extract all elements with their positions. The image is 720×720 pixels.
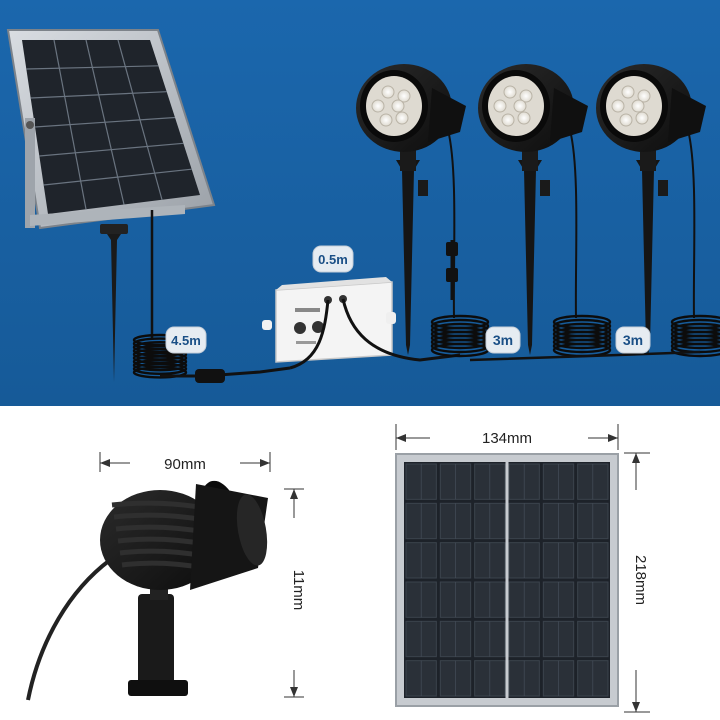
cable-label-solar: 4.5m <box>165 326 207 354</box>
cable-label-lamp2: 3m <box>485 326 521 354</box>
solar-panel-top <box>6 29 216 382</box>
lamp-height-dimension: 11mm <box>284 488 307 698</box>
panel-width-text: 134mm <box>482 430 532 447</box>
cable-label-hub: 0.5m <box>312 245 354 273</box>
spotlights <box>356 64 720 362</box>
cable-label-lamp2-text: 3m <box>493 332 513 348</box>
cable-label-solar-text: 4.5m <box>171 333 201 348</box>
panel-height-dimension: 218mm <box>624 452 650 713</box>
lamp-width-text: 90mm <box>164 456 206 473</box>
junction-box <box>262 277 461 370</box>
cable-label-lamp3-text: 3m <box>623 332 643 348</box>
cable-label-hub-text: 0.5m <box>318 252 348 267</box>
solar-panel-front <box>395 453 619 707</box>
panel-height-text: 218mm <box>632 555 649 605</box>
spotlight-2 <box>478 64 612 358</box>
cable-label-lamp3: 3m <box>615 326 651 354</box>
spotlight-3 <box>596 64 720 358</box>
lamp-height-text: 11mm <box>290 570 307 611</box>
panel-width-dimension: 134mm <box>395 424 619 450</box>
lamp-width-dimension: 90mm <box>99 452 271 473</box>
lamp-closeup <box>26 480 268 701</box>
